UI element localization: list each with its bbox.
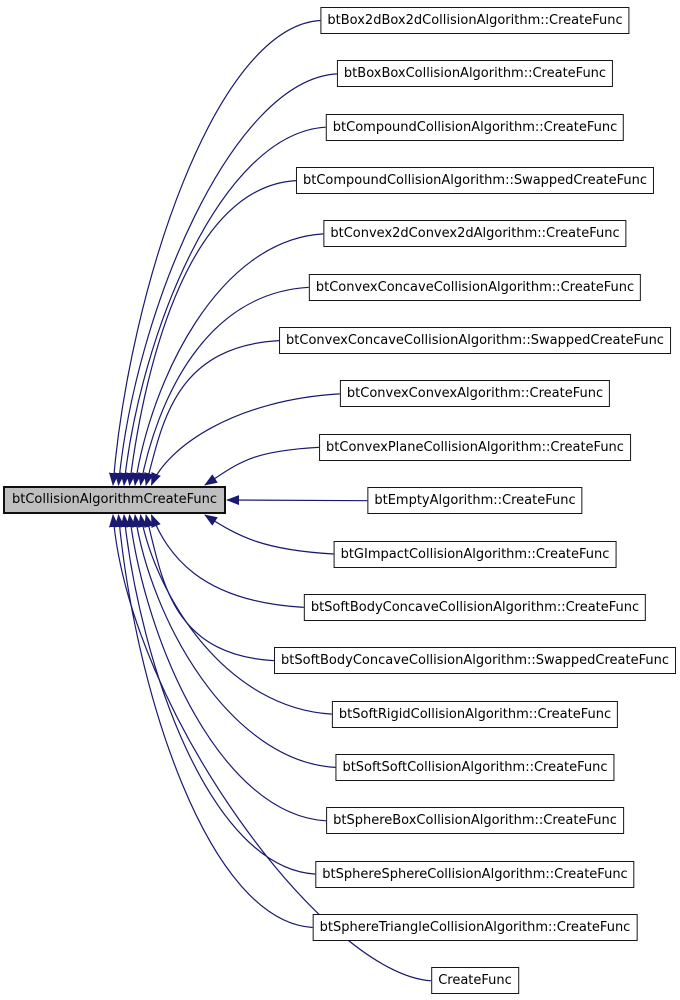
derived-class-node-compound-swapped[interactable]: btCompoundCollisionAlgorithm::SwappedCre…: [295, 167, 655, 195]
derived-class-node-box2dbox2d[interactable]: btBox2dBox2dCollisionAlgorithm::CreateFu…: [320, 7, 630, 34]
derived-class-node-gimpact[interactable]: btGImpactCollisionAlgorithm::CreateFunc: [333, 540, 617, 568]
derived-class-node-spheretriangle[interactable]: btSphereTriangleCollisionAlgorithm::Crea…: [312, 914, 638, 941]
derived-class-node-boxbox[interactable]: btBoxBoxCollisionAlgorithm::CreateFunc: [336, 60, 614, 88]
derived-class-node-softbodyconcave[interactable]: btSoftBodyConcaveCollisionAlgorithm::Cre…: [303, 593, 647, 621]
derived-class-node-softsoft[interactable]: btSoftSoftCollisionAlgorithm::CreateFunc: [335, 753, 615, 781]
derived-class-node-spheresphere[interactable]: btSphereSphereCollisionAlgorithm::Create…: [315, 860, 635, 888]
derived-class-node-compound[interactable]: btCompoundCollisionAlgorithm::CreateFunc: [325, 113, 625, 141]
derived-class-node-createfunc[interactable]: CreateFunc: [431, 967, 519, 995]
derived-class-node-convexconcave-swapped[interactable]: btConvexConcaveCollisionAlgorithm::Swapp…: [279, 327, 671, 355]
derived-class-node-convexconvex[interactable]: btConvexConvexAlgorithm::CreateFunc: [339, 380, 611, 408]
derived-class-node-softbodyconcave-swapped[interactable]: btSoftBodyConcaveCollisionAlgorithm::Swa…: [274, 647, 676, 675]
derived-class-node-softrigid[interactable]: btSoftRigidCollisionAlgorithm::CreateFun…: [331, 700, 619, 728]
derived-class-node-convexconcave[interactable]: btConvexConcaveCollisionAlgorithm::Creat…: [308, 273, 642, 301]
derived-class-node-spherebox[interactable]: btSphereBoxCollisionAlgorithm::CreateFun…: [326, 807, 624, 835]
base-class-node[interactable]: btCollisionAlgorithmCreateFunc: [3, 486, 227, 514]
derived-class-node-convexplane[interactable]: btConvexPlaneCollisionAlgorithm::CreateF…: [319, 433, 631, 461]
derived-class-node-empty[interactable]: btEmptyAlgorithm::CreateFunc: [367, 487, 583, 515]
derived-class-node-convex2dconvex2d[interactable]: btConvex2dConvex2dAlgorithm::CreateFunc: [323, 220, 627, 248]
